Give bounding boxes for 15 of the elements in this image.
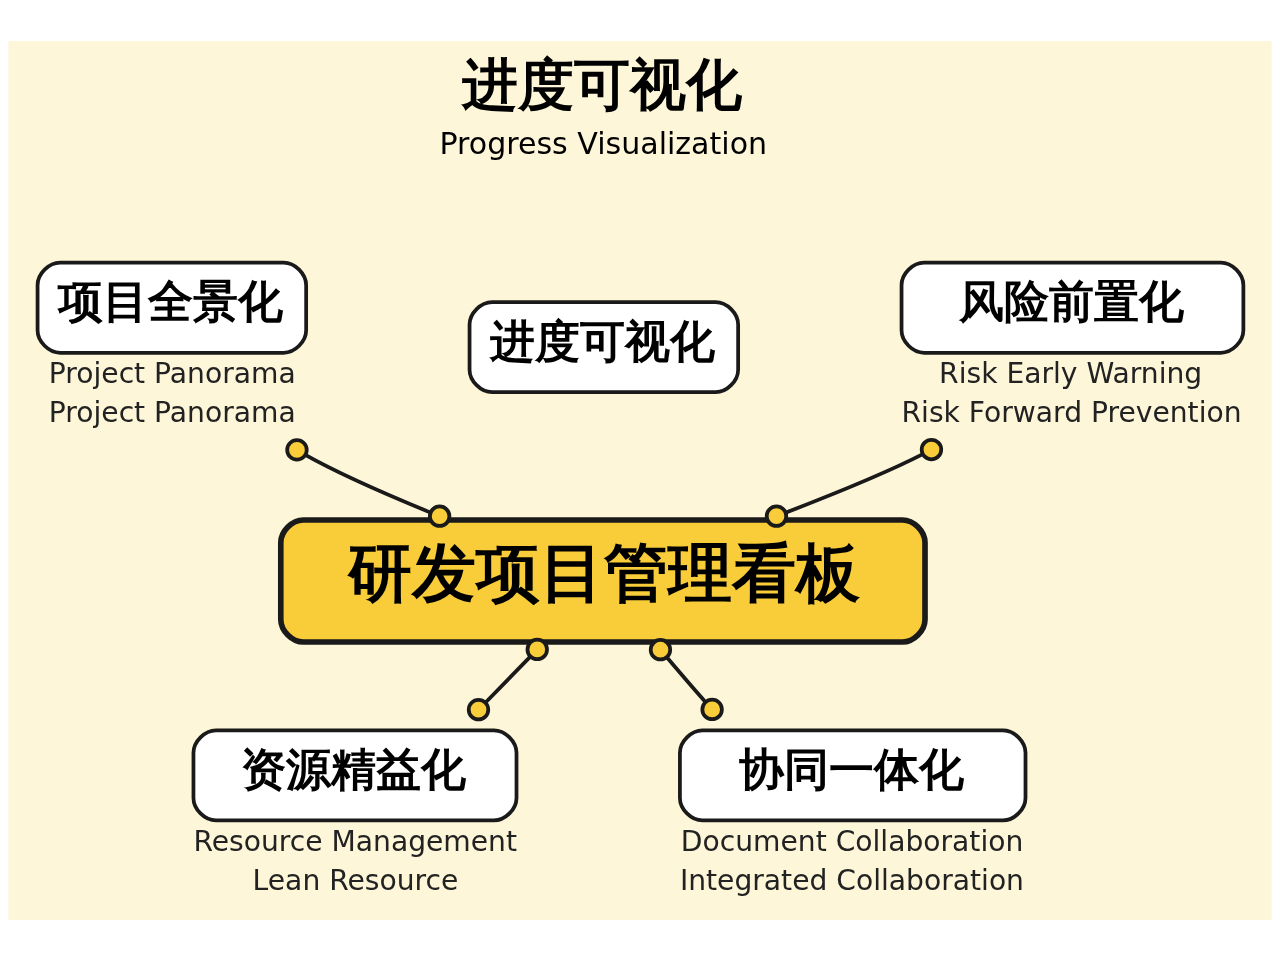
node-box: 研发项目管理看板 bbox=[277, 516, 928, 645]
node-label: 进度可视化 bbox=[462, 51, 743, 117]
node-label: Integrated Collaboration bbox=[679, 863, 1024, 897]
node-label: Risk Forward Prevention bbox=[901, 395, 1242, 429]
connector bbox=[648, 637, 724, 721]
node-label: Document Collaboration bbox=[680, 824, 1024, 858]
node-label: Lean Resource bbox=[252, 863, 459, 897]
connector bbox=[466, 637, 549, 721]
connector bbox=[285, 437, 452, 528]
node-label: Resource Management bbox=[193, 824, 518, 858]
node-label: Risk Early Warning bbox=[939, 356, 1203, 390]
connector bbox=[764, 437, 944, 528]
node-label: Project Panorama bbox=[48, 356, 296, 390]
node-label: Project Panorama bbox=[48, 395, 296, 429]
node-label: Progress Visualization bbox=[439, 125, 768, 161]
